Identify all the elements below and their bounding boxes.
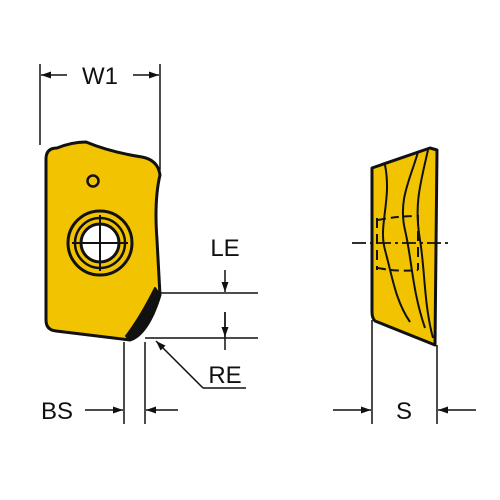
le-label: LE — [210, 235, 239, 262]
bs-label: BS — [41, 398, 73, 425]
hidden-line-4 — [377, 267, 419, 272]
dimension-bs — [85, 342, 178, 424]
re-label: RE — [208, 362, 241, 389]
s-label: S — [396, 398, 412, 425]
dimension-le — [145, 270, 258, 350]
side-body — [370, 146, 439, 347]
side-edge-1 — [381, 164, 411, 323]
insert-front-view — [44, 140, 162, 342]
corner-chamfer — [125, 287, 161, 341]
small-hole — [86, 174, 100, 188]
screw-hole-outer — [66, 209, 134, 277]
hidden-line-3 — [377, 215, 419, 221]
side-edge-2 — [401, 151, 426, 329]
w1-label: W1 — [82, 63, 118, 90]
dimension-re — [155, 340, 246, 389]
re-leader — [155, 340, 204, 389]
dimension-s — [333, 320, 476, 424]
side-edge-3 — [416, 149, 434, 339]
insert-side-view — [352, 146, 448, 347]
dimension-w1 — [39, 64, 161, 170]
